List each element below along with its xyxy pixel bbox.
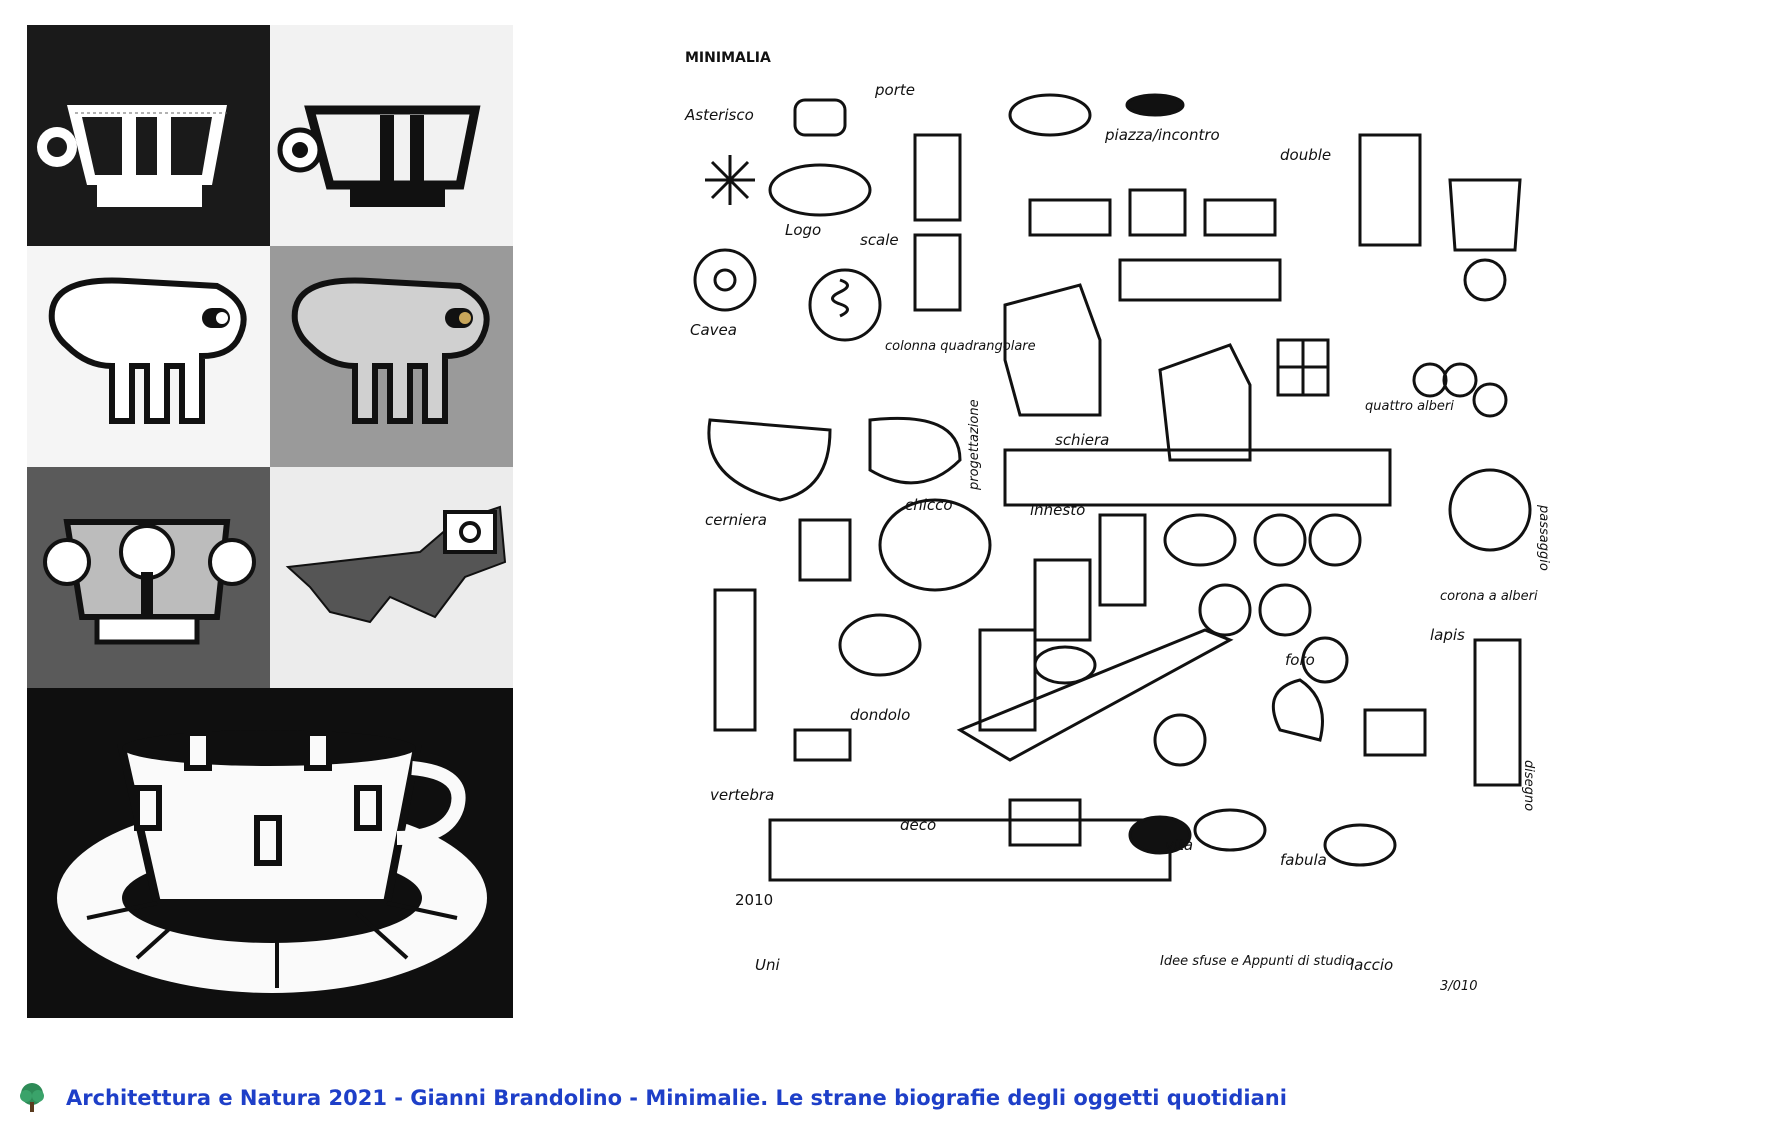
tree-pot-image [27, 467, 270, 688]
label-double: double [1280, 146, 1331, 164]
label-scale: scale [860, 231, 899, 249]
cup-outline-image [270, 25, 513, 246]
creature-white-image [27, 246, 270, 467]
sketch-drawing: MINIMALIA Asterisco porte Logo scale Cav… [684, 50, 1551, 994]
label-colonna: colonna quadrangolare [885, 339, 1036, 354]
cup-inverted-image [27, 25, 270, 246]
minimalia-sketch-sheet: MINIMALIA Asterisco porte Logo scale Cav… [660, 40, 1685, 1015]
footer-caption: Architettura e Natura 2021 - Gianni Bran… [66, 1086, 1287, 1110]
left-image-panel [27, 25, 513, 1018]
woodcut-cup-image [27, 688, 513, 1018]
asterisk-drawing [705, 155, 755, 205]
label-chicco: chicco [905, 496, 953, 514]
label-disegno: disegno [1521, 760, 1536, 811]
label-logo: Logo [785, 221, 821, 239]
footer-caption-bar: Architettura e Natura 2021 - Gianni Bran… [14, 1078, 1287, 1118]
label-laccio: laccio [1350, 956, 1393, 974]
label-corona: corona a alberi [1440, 589, 1538, 604]
label-asterisco: Asterisco [684, 106, 754, 124]
creature-grey-image [270, 246, 513, 467]
flag-shape-image [270, 467, 513, 688]
label-progettazione: progettazione [967, 399, 982, 491]
label-idee: Idee sfuse e Appunti di studio [1160, 954, 1354, 969]
label-dondolo: dondolo [850, 706, 910, 724]
label-fabula: fabula [1280, 851, 1327, 869]
label-2010: 2010 [735, 891, 773, 909]
tree-logo-icon [20, 1083, 44, 1112]
sketch-title: MINIMALIA [685, 50, 771, 66]
label-innesto: innesto [1030, 501, 1085, 519]
label-schiera: schiera [1055, 431, 1109, 449]
label-quattro-alberi: quattro alberi [1365, 399, 1454, 414]
label-uni: Uni [755, 956, 780, 974]
label-porte: porte [874, 81, 915, 99]
label-passaggio: passaggio [1536, 504, 1551, 571]
label-foro: foro [1285, 651, 1315, 669]
label-date: 3/010 [1440, 979, 1477, 994]
label-cavea: Cavea [690, 321, 737, 339]
label-vita: vita [1165, 836, 1193, 854]
label-cerniera: cerniera [705, 511, 767, 529]
label-deco: deco [900, 816, 936, 834]
label-lapis: lapis [1430, 626, 1465, 644]
label-vertebra: vertebra [710, 786, 774, 804]
label-piazza: piazza/incontro [1104, 126, 1220, 144]
